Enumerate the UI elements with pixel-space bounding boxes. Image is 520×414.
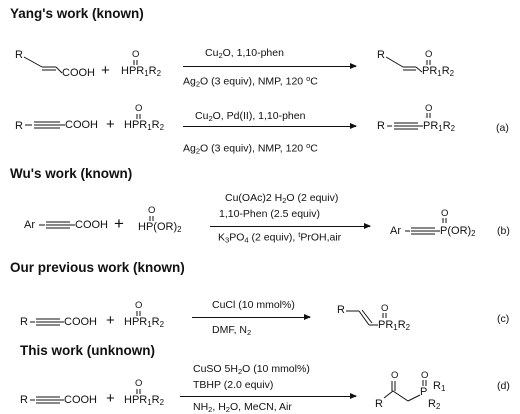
- r3-condition-line1: Cu(OAc)2 H2O (2 equiv): [225, 192, 339, 205]
- r1-plus: +: [101, 62, 110, 79]
- label-a: (a): [496, 122, 509, 134]
- r1-condition-bottom: Ag2O (3 equiv), NMP, 120 oC: [183, 74, 318, 89]
- r1-reagent-O: O: [132, 49, 140, 60]
- r3-product-O: O: [441, 208, 449, 219]
- r2-reagent: HPR1R2: [124, 119, 165, 132]
- r4-reagent-O: O: [135, 300, 143, 311]
- r1-product-O: O: [425, 49, 433, 60]
- r5-sm-R: R: [20, 394, 28, 406]
- r3-sm-Ar: Ar: [24, 219, 35, 231]
- r4-reagent: HPR1R2: [124, 316, 165, 329]
- r3-reagent: HP(OR)2: [138, 221, 182, 234]
- r4-condition-bottom: DMF, N2: [212, 324, 252, 337]
- r2-plus: +: [106, 116, 115, 133]
- heading-previous: Our previous work (known): [10, 260, 185, 275]
- r2-arrow: [183, 123, 357, 129]
- r5-reagent-O: O: [135, 378, 143, 389]
- r1-arrow: [183, 63, 357, 69]
- r5-product-phosphoryl-O: O: [421, 370, 429, 381]
- r2-product-P: PR1R2: [423, 120, 456, 133]
- r1-sm-R: R: [15, 49, 23, 61]
- r5-product-P: P: [420, 386, 428, 398]
- r5-condition-line3: NH2, H2O, MeCN, Air: [193, 401, 292, 414]
- r1-product-P: PR1R2: [422, 65, 455, 78]
- r2-product-O: O: [425, 103, 433, 114]
- heading-wu: Wu's work (known): [10, 166, 133, 181]
- r4-sm-R: R: [20, 316, 28, 328]
- r1-condition-top: Cu2O, 1,10-phen: [205, 47, 284, 60]
- r2-condition-top: Cu2O, Pd(II), 1,10-phen: [195, 110, 306, 123]
- r2-sm-COOH: COOH: [65, 119, 98, 131]
- r3-arrow: [210, 223, 371, 229]
- r3-product-P: P(OR)2: [440, 225, 476, 238]
- label-b: (b): [497, 225, 510, 237]
- r4-product-P: PR1R2: [378, 319, 411, 332]
- r3-sm-COOH: COOH: [75, 219, 108, 231]
- r4-product-R: R: [337, 304, 345, 316]
- r5-product-R2: R2: [428, 398, 441, 411]
- r1-product-R: R: [377, 49, 385, 61]
- r4-arrow: [192, 314, 311, 320]
- r2-reagent-O: O: [135, 103, 143, 114]
- r5-reagent: HPR1R2: [124, 394, 165, 407]
- r3-reagent-O: O: [148, 205, 156, 216]
- r5-plus: +: [106, 390, 115, 407]
- r5-arrow: [180, 393, 357, 399]
- r4-plus: +: [106, 312, 115, 329]
- r3-condition-line2: 1,10-Phen (2.5 equiv): [219, 208, 320, 220]
- r2-sm-R: R: [15, 120, 23, 132]
- r1-reagent: HPR1R2: [121, 65, 162, 78]
- label-c: (c): [497, 313, 510, 325]
- heading-yang: Yang's work (known): [10, 6, 144, 21]
- heading-this-work: This work (unknown): [20, 343, 155, 358]
- r4-product-O: O: [381, 303, 389, 314]
- r1-sm-COOH: COOH: [62, 67, 95, 79]
- r4-condition-top: CuCl (10 mmol%): [212, 299, 295, 311]
- r5-product-ketone-O: O: [391, 370, 399, 381]
- r5-condition-line2: TBHP (2.0 equiv): [193, 379, 274, 391]
- r5-product-R1: R1: [433, 380, 446, 393]
- r4-sm-COOH: COOH: [64, 316, 97, 328]
- r2-product-R: R: [377, 120, 385, 132]
- r2-condition-bottom: Ag2O (3 equiv), NMP, 120 oC: [183, 141, 318, 156]
- r5-product-R: R: [375, 398, 383, 410]
- r3-product-Ar: Ar: [390, 225, 401, 237]
- label-d: (d): [497, 380, 510, 392]
- r3-plus: +: [114, 214, 124, 233]
- r5-sm-COOH: COOH: [64, 394, 97, 406]
- r3-condition-line3: K3PO4 (2 equiv), tPrOH,air: [218, 230, 342, 245]
- r5-condition-line1: CuSO 5H2O (10 mmol%): [193, 363, 310, 376]
